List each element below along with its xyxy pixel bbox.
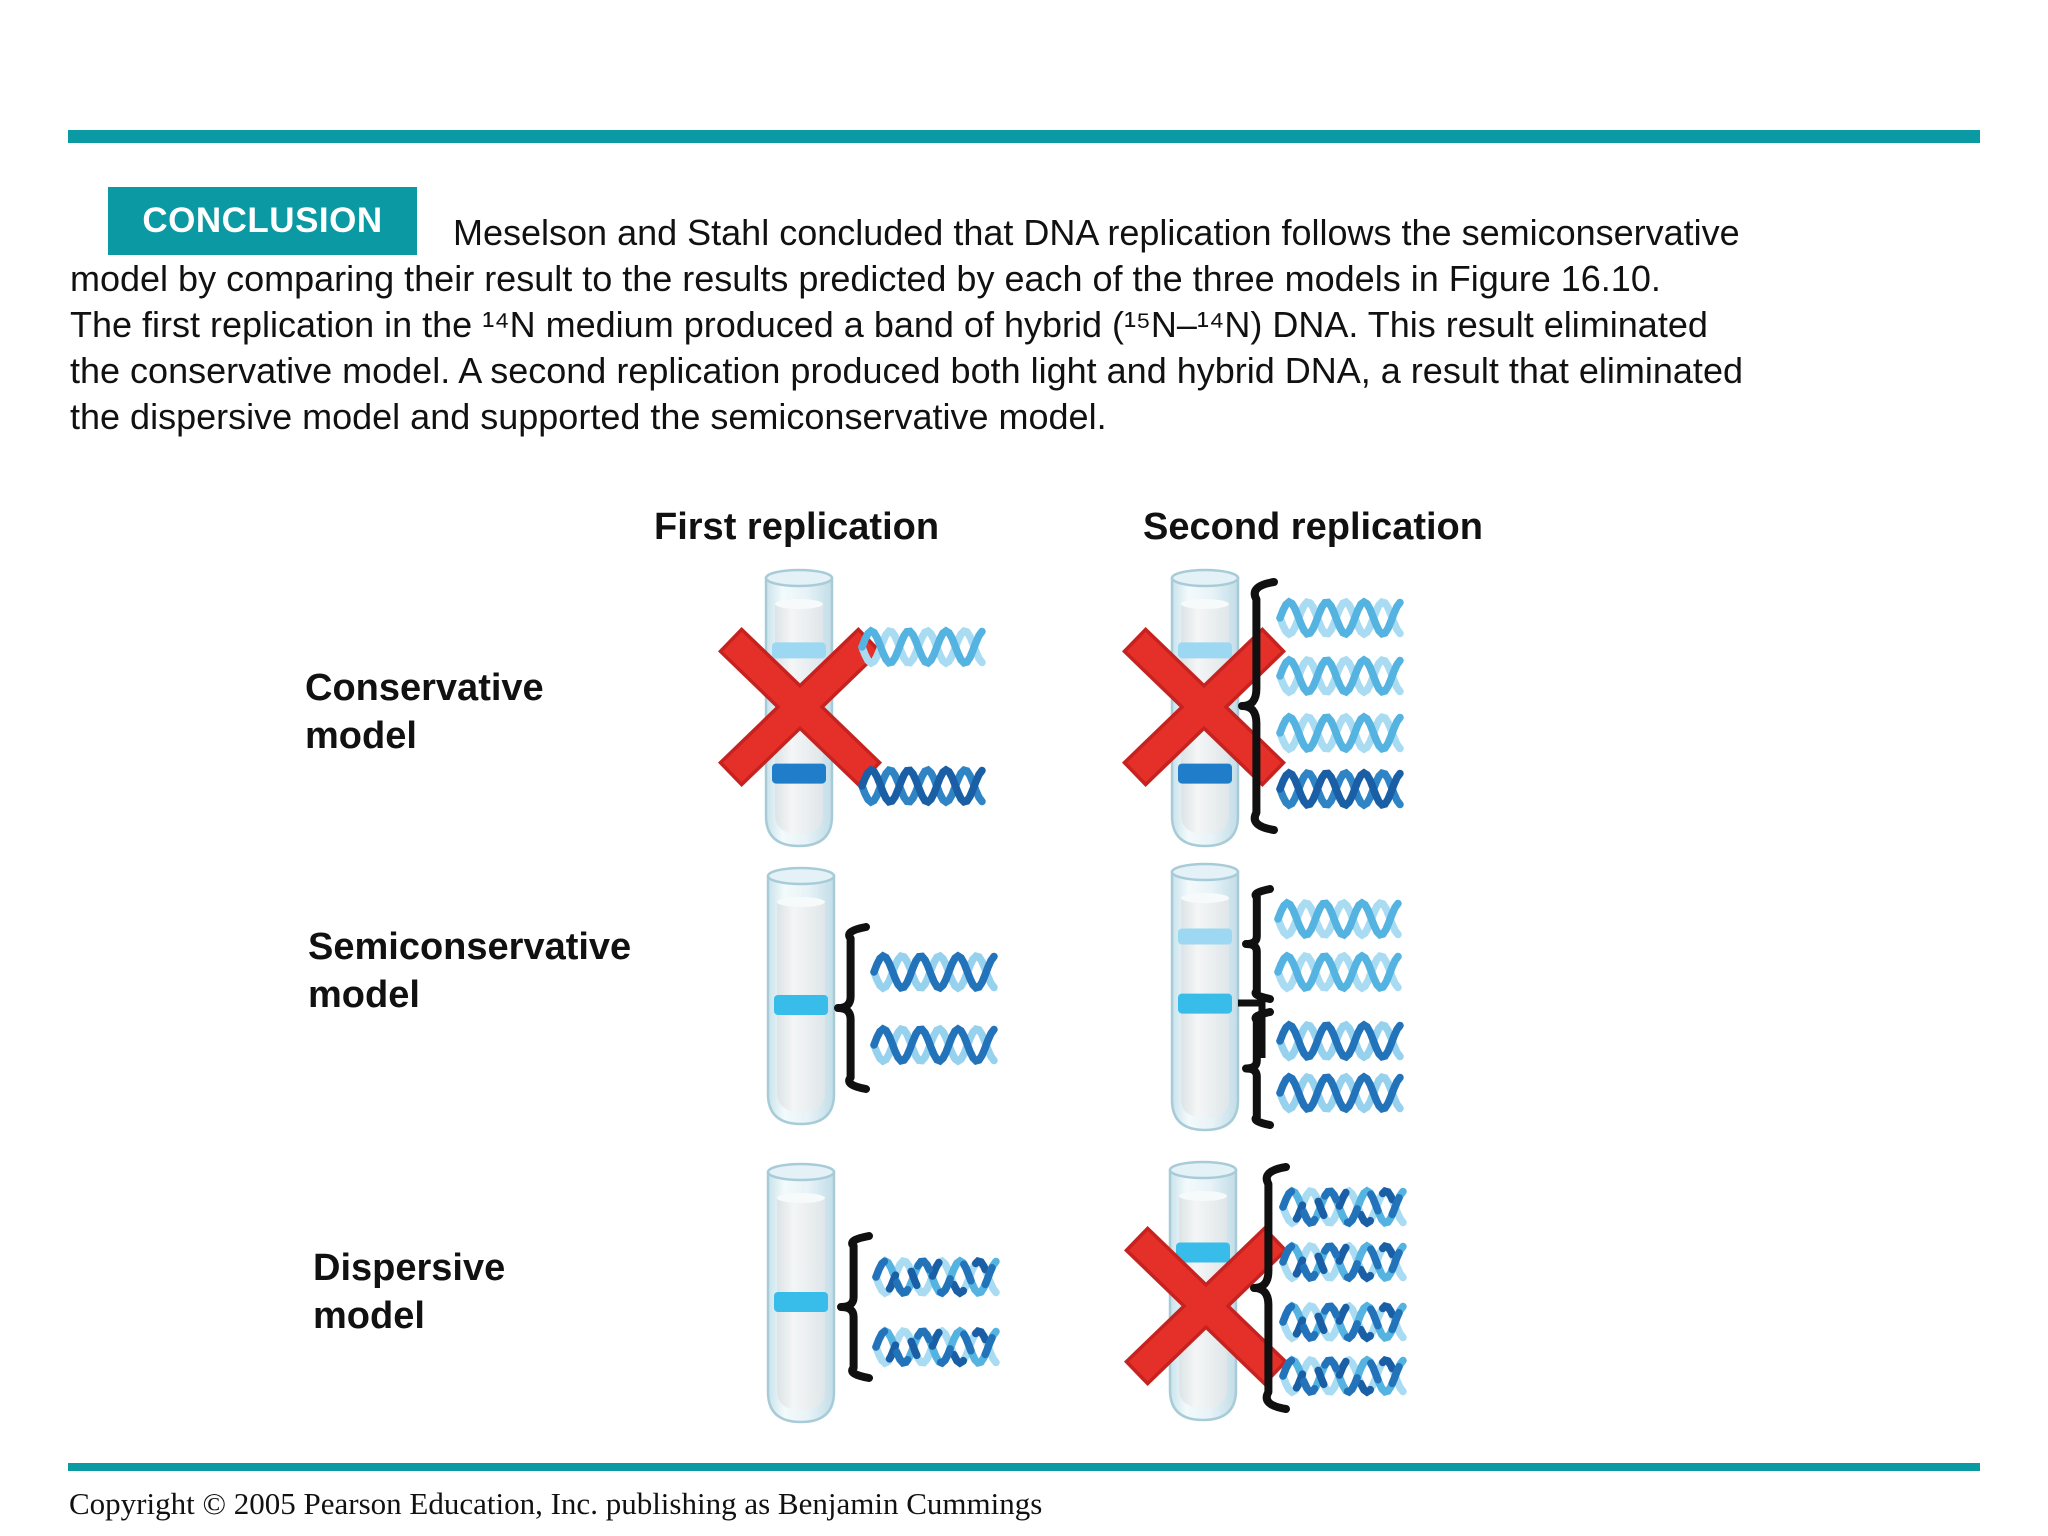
dna-helix-light xyxy=(1276,712,1404,754)
model-label-line: model xyxy=(313,1295,425,1337)
density-band-hybrid xyxy=(774,995,828,1015)
tube-rim xyxy=(1168,1160,1238,1180)
paragraph-line: The first replication in the ¹⁴N medium … xyxy=(70,304,1708,345)
density-band-light xyxy=(1178,928,1232,945)
density-band-heavy xyxy=(1178,763,1232,784)
paragraph-line: the conservative model. A second replica… xyxy=(70,350,1743,391)
dna-helix-heavy xyxy=(1276,768,1404,810)
paragraph-line: Meselson and Stahl concluded that DNA re… xyxy=(453,212,1740,253)
tube-rim xyxy=(766,866,836,886)
liquid-surface xyxy=(777,897,825,907)
tube-rim xyxy=(1170,568,1240,588)
paragraph-line: the dispersive model and supported the s… xyxy=(70,396,1107,437)
conclusion-label-box: CONCLUSION xyxy=(108,187,417,255)
grouping-brace xyxy=(834,923,870,1093)
model-label-semiconservative: Semiconservative model xyxy=(308,923,631,1019)
top-divider-rule xyxy=(68,130,1980,143)
grouping-brace xyxy=(837,1232,873,1382)
red-x-icon xyxy=(1126,631,1282,783)
dna-helix-dispersed xyxy=(872,1256,1000,1298)
conclusion-paragraph: Meselson and Stahl concluded that DNA re… xyxy=(70,210,1743,440)
density-band-hybrid xyxy=(774,1292,828,1312)
band-connector-line xyxy=(1238,999,1266,1058)
dna-helix-dispersed xyxy=(1279,1301,1407,1343)
dna-helix-light xyxy=(1274,951,1402,993)
density-band-heavy xyxy=(772,763,826,784)
dna-helix-dispersed xyxy=(1279,1355,1407,1397)
liquid-surface xyxy=(1179,1191,1227,1201)
liquid-surface xyxy=(777,1193,825,1203)
dna-helix-light xyxy=(1276,597,1404,639)
dna-helix-dispersed xyxy=(872,1326,1000,1368)
model-label-line: model xyxy=(308,974,420,1016)
density-band-light xyxy=(772,642,826,659)
dna-helix-dispersed xyxy=(872,1256,1000,1298)
density-band-hybrid xyxy=(1178,993,1232,1014)
tube-rim xyxy=(766,1162,836,1182)
column-header-first-replication: First replication xyxy=(654,506,940,548)
dna-helix-dispersed xyxy=(1279,1241,1407,1283)
tube-rim xyxy=(764,568,834,588)
dna-helix-dispersed xyxy=(872,1326,1000,1368)
density-band-hybrid xyxy=(1176,1242,1230,1263)
model-label-conservative: Conservative model xyxy=(305,664,544,760)
tube-rim xyxy=(1170,862,1240,882)
grouping-brace xyxy=(1238,578,1278,834)
dna-helix-dispersed xyxy=(1279,1301,1407,1343)
dna-helix-hybrid xyxy=(1276,1072,1404,1114)
bottom-divider-rule xyxy=(68,1463,1980,1471)
copyright-text: Copyright © 2005 Pearson Education, Inc.… xyxy=(69,1486,1043,1521)
model-label-line: model xyxy=(305,715,417,757)
liquid-surface xyxy=(1181,599,1229,609)
model-label-dispersive: Dispersive model xyxy=(313,1244,505,1340)
column-header-second-replication: Second replication xyxy=(1143,506,1483,548)
dna-helix-light xyxy=(1276,655,1404,697)
model-label-line: Dispersive xyxy=(313,1247,506,1289)
dna-helix-light xyxy=(858,626,986,668)
dna-helix-heavy xyxy=(858,765,986,807)
paragraph-line: model by comparing their result to the r… xyxy=(70,258,1661,299)
dna-helix-light xyxy=(1274,898,1402,940)
dna-helix-dispersed xyxy=(1279,1355,1407,1397)
liquid-surface xyxy=(775,599,823,609)
model-label-line: Semiconservative xyxy=(308,926,632,968)
dna-helix-hybrid xyxy=(1276,1020,1404,1062)
dna-helix-dispersed xyxy=(1279,1186,1407,1228)
grouping-brace xyxy=(1242,1008,1274,1129)
model-label-line: Conservative xyxy=(305,667,544,709)
red-x-icon xyxy=(1128,1230,1284,1382)
dna-helix-hybrid xyxy=(870,1024,998,1066)
liquid-surface xyxy=(1181,893,1229,903)
density-band-light xyxy=(1178,642,1232,659)
dna-helix-dispersed xyxy=(1279,1241,1407,1283)
red-x-icon xyxy=(722,631,878,783)
dna-helix-dispersed xyxy=(1279,1186,1407,1228)
grouping-brace xyxy=(1250,1163,1290,1413)
dna-helix-hybrid xyxy=(870,951,998,993)
conclusion-label: CONCLUSION xyxy=(142,201,383,240)
grouping-brace xyxy=(1242,885,1274,1003)
